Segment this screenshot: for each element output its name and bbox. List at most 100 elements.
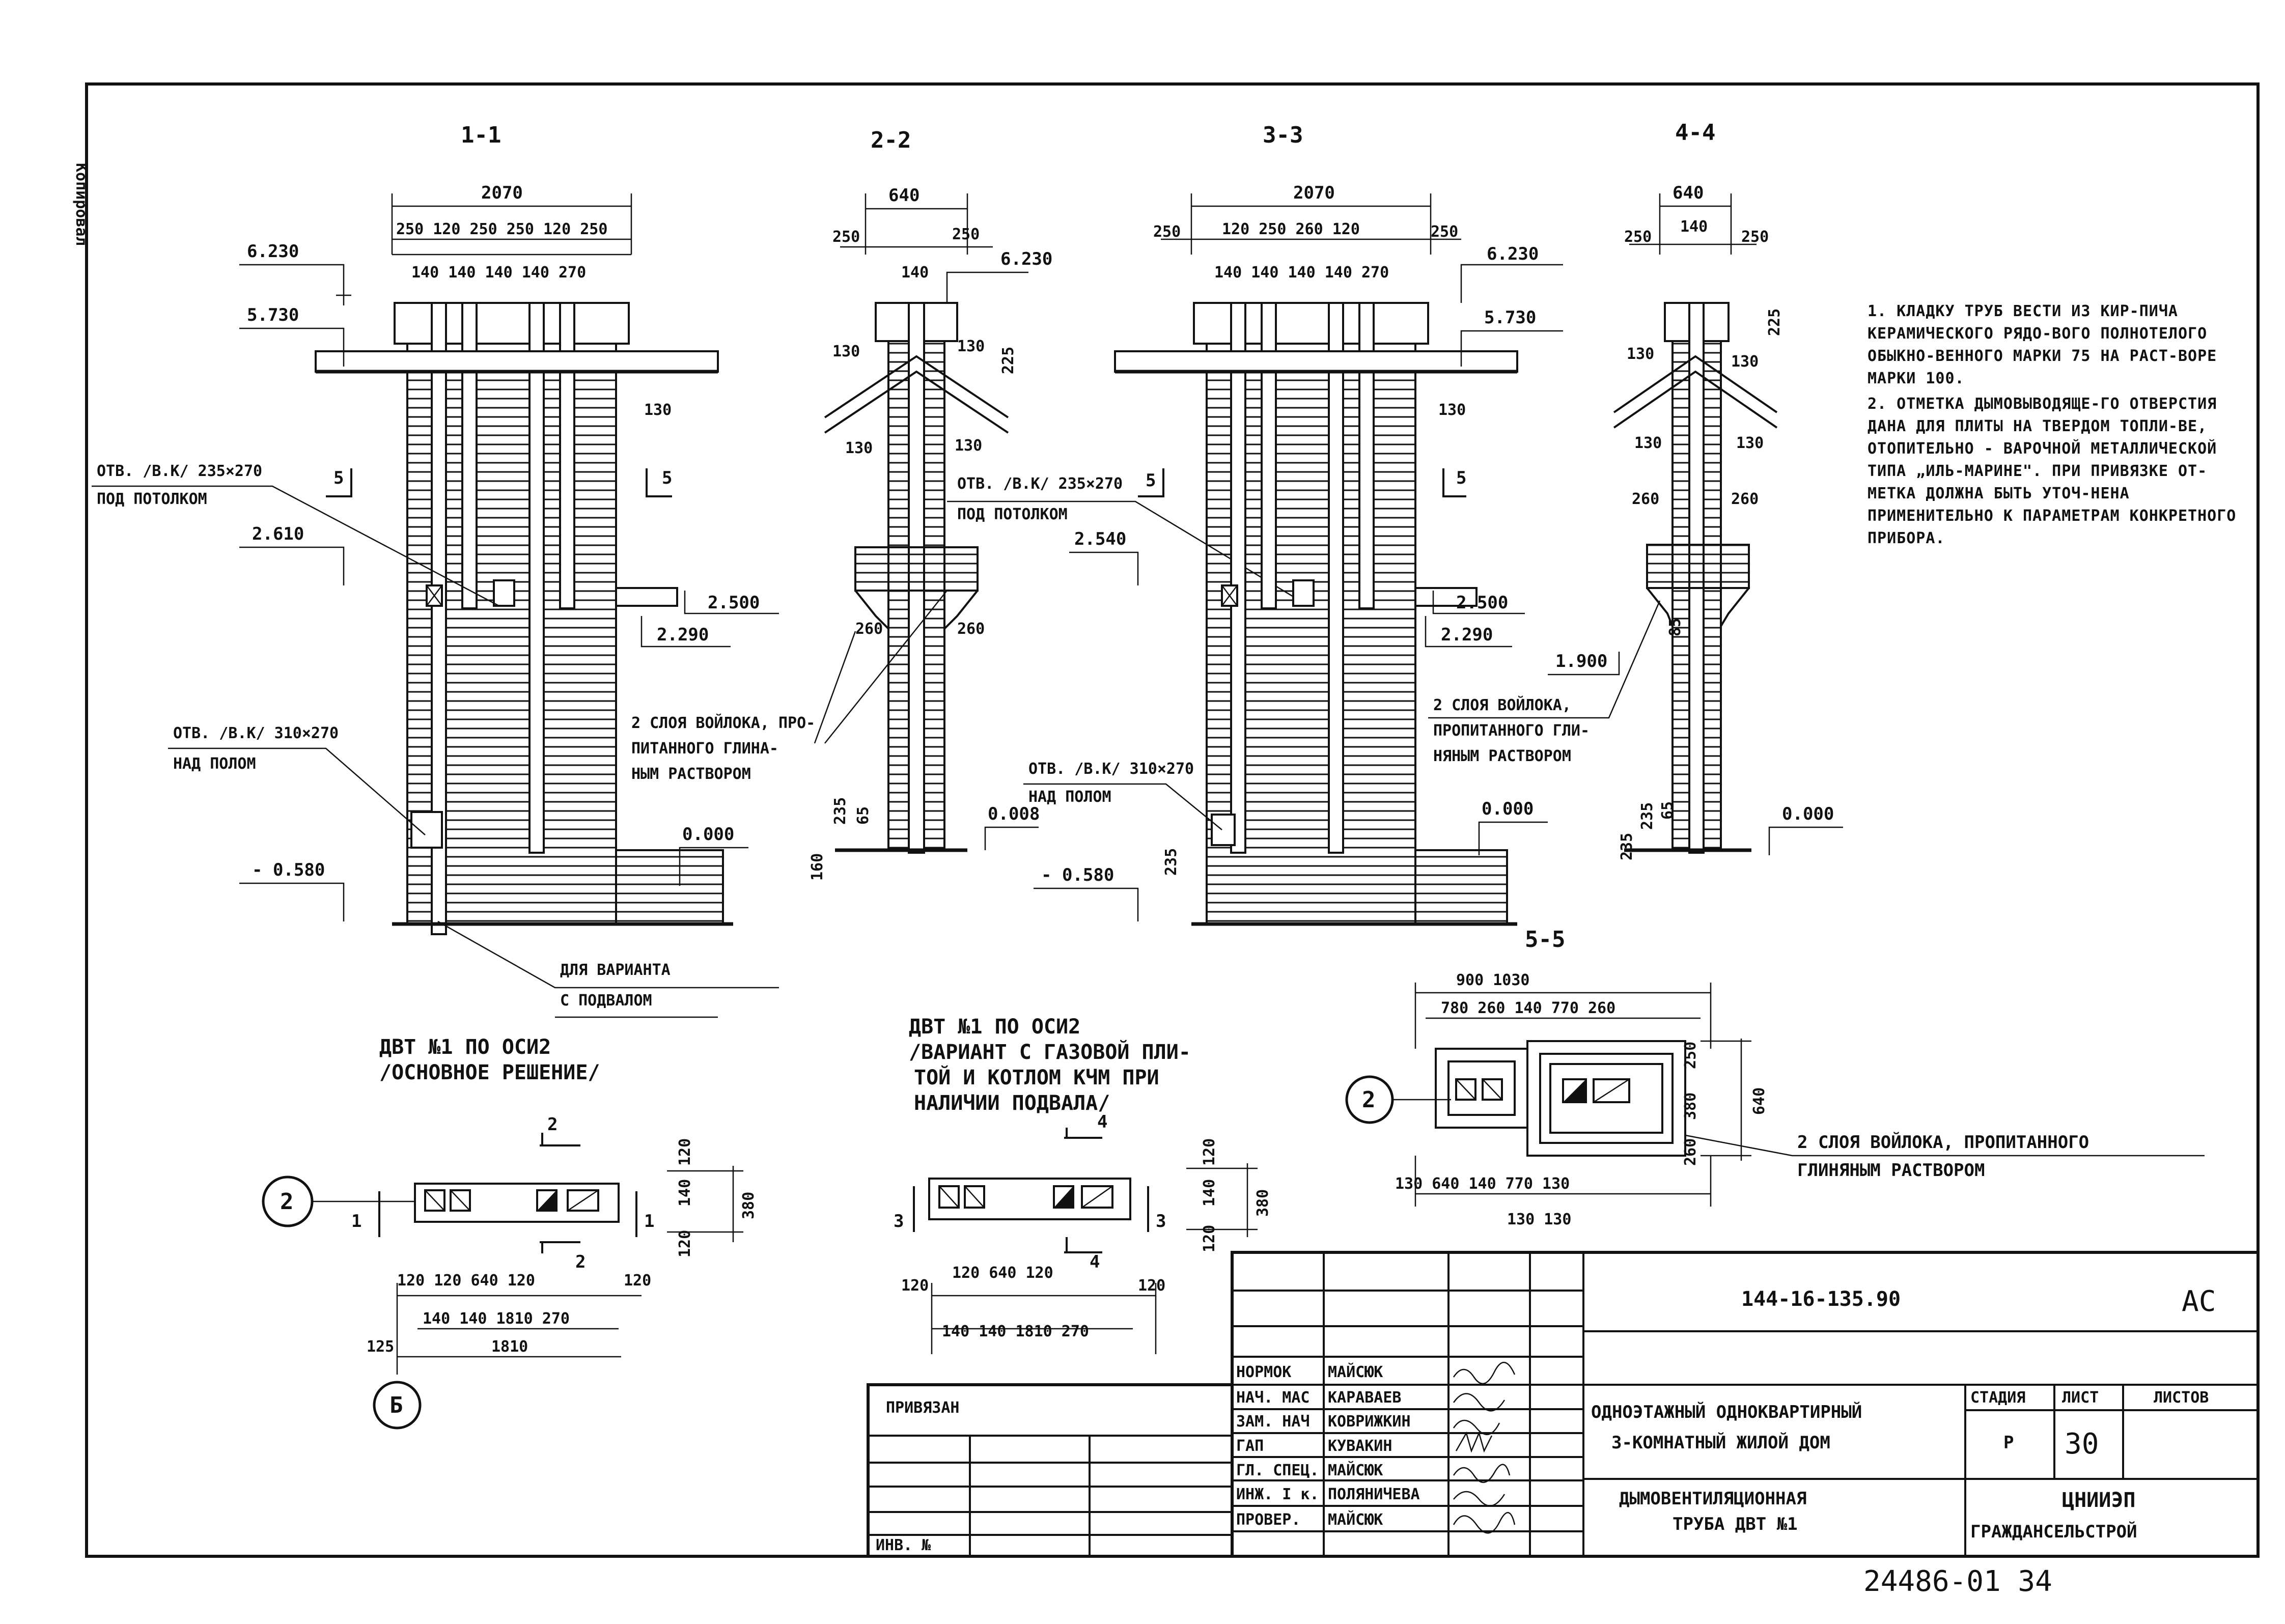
- level-6230-c: 6.230: [1487, 244, 1539, 264]
- s55-dim-bottom: 130 640 140 770 130: [1395, 1175, 1570, 1193]
- axis-2-a: 2: [280, 1189, 294, 1215]
- tb-name-5: ПОЛЯНИЧЕВА: [1328, 1486, 1420, 1503]
- plan-dim-row2: 140 140 1810 270: [423, 1310, 570, 1328]
- dim-235-e: 235: [1618, 833, 1636, 860]
- caption-left-1: ДВТ №1 ПО ОСИ2: [379, 1035, 551, 1059]
- felt-55-label-1: 2 СЛОЯ ВОЙЛОКА, ПРОПИТАННОГО: [1797, 1132, 2089, 1153]
- tb-name-2: КОВРИЖКИН: [1328, 1413, 1411, 1431]
- section-1-1: 1-1 2070 250 120 250 250 120 250 140 140…: [92, 122, 779, 1018]
- section-2-2: 2-2 640 250 250 140 6.230 130 130 130 13…: [631, 127, 1309, 881]
- section-3-3-title: 3-3: [1263, 122, 1303, 148]
- level-0000-c: 0.000: [1482, 799, 1534, 819]
- plan2-dim-row2: 140 140 1810 270: [942, 1323, 1089, 1340]
- section-1-1-title: 1-1: [461, 122, 501, 148]
- level-0000: 0.000: [682, 824, 734, 845]
- s55-dim-640: 640: [1750, 1087, 1768, 1115]
- dim-260a: 260: [855, 620, 883, 638]
- opening-floor-label-c: ОТВ. /В.К/ 310×270: [1028, 760, 1194, 778]
- level-5730: 5.730: [247, 305, 299, 325]
- plan-mark-2b: 2: [575, 1252, 586, 1272]
- section-4-4-title: 4-4: [1675, 120, 1715, 146]
- plan-left: 2 2 2 1 1 120 140 380 120 120 120 640 12…: [262, 1114, 758, 1430]
- s55-dim-row2: 780 260 140 770 260: [1441, 999, 1615, 1017]
- felt-b-label-2: ПРОПИТАННОГО ГЛИ-: [1433, 722, 1590, 740]
- plan-dim-120a: 120: [676, 1138, 694, 1166]
- tb-sheet-title-2: ТРУБА ДВТ №1: [1673, 1514, 1798, 1534]
- dim-130: 130: [644, 401, 672, 419]
- dim-160: 160: [809, 853, 826, 881]
- s55-dim-bottom2: 130 130: [1507, 1211, 1571, 1228]
- caption-mid-4: НАЛИЧИИ ПОДВАЛА/: [914, 1091, 1110, 1115]
- axis-2-c: 2: [1362, 1087, 1376, 1113]
- plan2-dim-380: 380: [1254, 1189, 1272, 1217]
- note-1: 1. КЛАДКУ ТРУБ ВЕСТИ ИЗ КИР-ПИЧА КЕРАМИЧ…: [1868, 302, 2217, 387]
- s55-dim-top: 900 1030: [1456, 971, 1530, 989]
- level-6230: 6.230: [247, 241, 299, 262]
- dim-250-e: 250: [1624, 228, 1652, 246]
- dim-260-e: 260: [1632, 490, 1659, 508]
- felt-label-2: ПИТАННОГО ГЛИНА-: [631, 740, 778, 758]
- dim-130-r2: 130: [957, 338, 985, 355]
- section-2-2-title: 2-2: [871, 127, 911, 153]
- tb-role-5: ИНЖ. I к.: [1236, 1486, 1319, 1503]
- dim-130-r3: 130: [845, 439, 873, 457]
- dim-65-e: 65: [1659, 801, 1677, 820]
- dim-640-d: 640: [1673, 183, 1704, 203]
- level-6230-b: 6.230: [1000, 249, 1052, 269]
- tb-sheet: 30: [2065, 1427, 2099, 1461]
- dim-row1-33: 120 250 260 120: [1222, 220, 1360, 238]
- dim-225: 225: [999, 347, 1017, 374]
- plan2-dim-120c: 120: [901, 1277, 929, 1295]
- dim-2070-b: 2070: [1293, 183, 1335, 203]
- plan2-dim-120: 120: [1201, 1138, 1218, 1166]
- tb-code: 144-16-135.90: [1741, 1287, 1901, 1311]
- level-0008: 0.008: [988, 804, 1040, 824]
- opening-floor-label-c2: НАД ПОЛОМ: [1028, 788, 1111, 806]
- opening-ceiling-label-b: ОТВ. /В.К/ 235×270: [957, 475, 1123, 493]
- tb-inv: ИНВ. №: [876, 1536, 931, 1554]
- felt-55-label-2: ГЛИНЯНЫМ РАСТВОРОМ: [1797, 1160, 1985, 1181]
- plan2-dim-120d: 120: [1138, 1277, 1165, 1295]
- s55-dim-380: 380: [1682, 1093, 1699, 1120]
- section-5-5-title: 5-5: [1525, 927, 1565, 953]
- tb-project-1: ОДНОЭТАЖНЫЙ ОДНОКВАРТИРНЫЙ: [1591, 1402, 1862, 1422]
- level-2610: 2.610: [252, 524, 304, 544]
- level-2500-c: 2.500: [1456, 593, 1508, 613]
- tb-stage-label: СТАДИЯ: [1970, 1389, 2025, 1407]
- opening-floor-label: ОТВ. /В.К/ 310×270: [173, 724, 339, 742]
- mark-5: 5: [333, 468, 344, 488]
- plan-dim-125: 125: [367, 1338, 394, 1356]
- dim-225-e: 225: [1766, 309, 1784, 336]
- side-label: Копировал: [72, 163, 90, 246]
- felt-label-1: 2 СЛОЯ ВОЙЛОКА, ПРО-: [631, 714, 815, 732]
- level-m0580: - 0.580: [252, 860, 325, 880]
- s55-dim-260: 260: [1682, 1138, 1699, 1166]
- tb-attached: ПРИВЯЗАН: [886, 1399, 960, 1417]
- tb-sheet-label: ЛИСТ: [2062, 1389, 2099, 1407]
- caption-mid-1: ДВТ №1 ПО ОСИ2: [909, 1015, 1080, 1039]
- plan-mark-1: 1: [351, 1211, 361, 1231]
- dim-row1: 250 120 250 250 120 250: [396, 220, 607, 238]
- mark-5b: 5: [662, 468, 672, 488]
- tb-name-1: КАРАВАЕВ: [1328, 1389, 1402, 1407]
- note-2: 2. ОТМЕТКА ДЫМОВЫВОДЯЩЕ-ГО ОТВЕРСТИЯ ДАН…: [1868, 395, 2237, 547]
- level-2540: 2.540: [1074, 529, 1126, 549]
- mark-5-d: 5: [1456, 468, 1466, 488]
- plan2-dim-120b: 120: [1201, 1225, 1218, 1252]
- dim-250b: 250: [952, 226, 980, 243]
- plan-mark-3b: 3: [1156, 1211, 1166, 1231]
- dim-250-c: 250: [1153, 223, 1181, 241]
- plan-mark-1b: 1: [644, 1211, 654, 1231]
- level-2500: 2.500: [708, 593, 760, 613]
- axis-b: Б: [389, 1392, 403, 1418]
- section-4-4: 4-4 640 250 140 250 130 130 130 130 225 …: [1548, 120, 1843, 860]
- general-notes: 1. КЛАДКУ ТРУБ ВЕСТИ ИЗ КИР-ПИЧА КЕРАМИЧ…: [1868, 300, 2254, 553]
- level-1900: 1.900: [1555, 651, 1607, 671]
- plan-dim-120c: 120: [624, 1272, 651, 1290]
- opening-ceiling-label-b2: ПОД ПОТОЛКОМ: [957, 506, 1068, 523]
- dim-130-r4: 130: [955, 437, 982, 455]
- dim-140-e: 140: [1680, 218, 1708, 236]
- plan-dim-row1: 120 120 640 120: [397, 1272, 535, 1290]
- plan-mid: 3 3 4 4 120 140 380 120 120 120 640 120 …: [894, 1112, 1272, 1354]
- opening-ceiling-label: ОТВ. /В.К/ 235×270: [97, 462, 262, 480]
